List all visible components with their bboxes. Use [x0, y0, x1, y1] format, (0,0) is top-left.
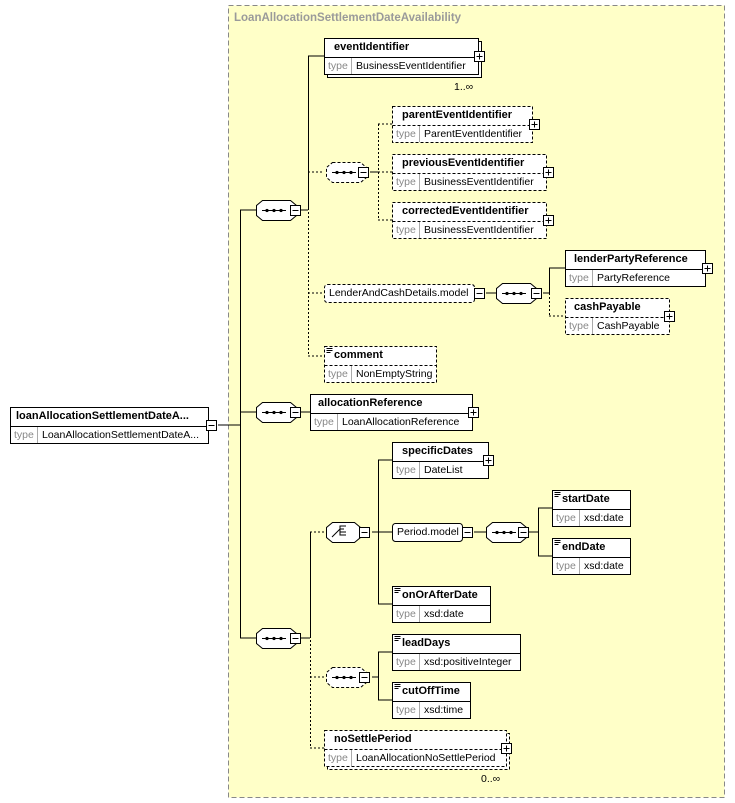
parentEventIdentifier-type-value: ParentEventIdentifier — [424, 128, 523, 140]
onOrAfterDate-name: onOrAfterDate — [402, 589, 478, 601]
root-element-box[interactable] — [10, 407, 209, 444]
sequence-compositor-mid[interactable] — [256, 402, 301, 423]
cutOffTime-type-key: type — [396, 704, 416, 716]
parentEventIdentifier-name: parentEventIdentifier — [402, 109, 513, 121]
endDate-box[interactable] — [552, 538, 631, 575]
onOrAfterDate-box[interactable] — [392, 586, 491, 623]
lenderPartyReference-box[interactable] — [565, 250, 713, 287]
startDate-name: startDate — [562, 493, 610, 505]
specificDates-type-value: DateList — [424, 464, 463, 476]
correctedEventIdentifier-type-value: BusinessEventIdentifier — [424, 224, 534, 236]
startDate-type-key: type — [556, 512, 576, 524]
comment-box[interactable] — [324, 346, 437, 383]
noSettlePeriod-name: noSettlePeriod — [334, 733, 412, 745]
onOrAfterDate-type-key: type — [396, 608, 416, 620]
allocationReference-box[interactable] — [310, 394, 479, 431]
leadDays-box[interactable] — [392, 634, 521, 671]
root-type-key: type — [14, 429, 34, 441]
allocationReference-type-key: type — [314, 416, 334, 428]
sequence-compositor-top[interactable] — [256, 200, 301, 221]
eventIdentifier-occurs: 1..∞ — [454, 81, 474, 93]
sequence-compositor-optional[interactable] — [326, 162, 369, 183]
specificDates-type-key: type — [396, 464, 416, 476]
cutOffTime-type-value: xsd:time — [424, 704, 464, 716]
eventIdentifier-type-key: type — [328, 60, 348, 72]
cashPayable-name: cashPayable — [574, 301, 641, 313]
period-group-label: Period.model — [397, 526, 459, 538]
endDate-name: endDate — [562, 541, 606, 553]
endDate-type-value: xsd:date — [584, 560, 624, 572]
diagram-title: LoanAllocationSettlementDateAvailability — [234, 12, 462, 24]
lender-cash-group-label: LenderAndCashDetails.model — [329, 287, 469, 299]
leadDays-name: leadDays — [402, 637, 451, 649]
sequence-compositor-lead[interactable] — [326, 667, 370, 688]
onOrAfterDate-type-value: xsd:date — [424, 608, 464, 620]
allocationReference-name: allocationReference — [318, 397, 423, 409]
sequence-compositor-bottom[interactable] — [256, 628, 301, 649]
comment-name: comment — [334, 349, 383, 361]
startDate-type-value: xsd:date — [584, 512, 624, 524]
cutOffTime-box[interactable] — [392, 682, 471, 719]
noSettlePeriod-type-value: LoanAllocationNoSettlePeriod — [356, 752, 496, 764]
correctedEventIdentifier-name: correctedEventIdentifier — [402, 205, 529, 217]
lenderPartyReference-name: lenderPartyReference — [574, 253, 688, 265]
cashPayable-type-key: type — [569, 320, 589, 332]
previousEventIdentifier-type-value: BusinessEventIdentifier — [424, 176, 534, 188]
cutOffTime-name: cutOffTime — [402, 685, 460, 697]
parentEventIdentifier-type-key: type — [396, 128, 416, 140]
endDate-type-key: type — [556, 560, 576, 572]
correctedEventIdentifier-box[interactable] — [392, 202, 554, 239]
specificDates-name: specificDates — [402, 445, 473, 457]
sequence-compositor-period[interactable] — [486, 522, 529, 543]
comment-type-key: type — [328, 368, 348, 380]
eventIdentifier-name: eventIdentifier — [334, 41, 410, 53]
cashPayable-box[interactable] — [565, 298, 675, 335]
noSettlePeriod-box[interactable] — [324, 730, 512, 770]
correctedEventIdentifier-type-key: type — [396, 224, 416, 236]
noSettlePeriod-type-key: type — [328, 752, 348, 764]
startDate-box[interactable] — [552, 490, 631, 527]
previousEventIdentifier-name: previousEventIdentifier — [402, 157, 525, 169]
root-collapse-button[interactable] — [206, 420, 217, 431]
comment-type-value: NonEmptyString — [356, 368, 433, 380]
leadDays-type-key: type — [396, 656, 416, 668]
lenderPartyReference-type-key: type — [569, 272, 589, 284]
cashPayable-type-value: CashPayable — [597, 320, 660, 332]
root-type-value: LoanAllocationSettlementDateA... — [42, 429, 200, 441]
lender-cash-group-box[interactable] — [324, 284, 485, 303]
sequence-compositor-lender[interactable] — [496, 283, 542, 304]
period-group-box[interactable] — [392, 523, 473, 542]
previousEventIdentifier-box[interactable] — [392, 154, 554, 191]
specificDates-box[interactable] — [392, 442, 494, 479]
eventIdentifier-box[interactable] — [324, 38, 485, 78]
eventIdentifier-type-value: BusinessEventIdentifier — [356, 60, 466, 72]
leadDays-type-value: xsd:positiveInteger — [424, 656, 512, 668]
root-element-name: loanAllocationSettlementDateA... — [16, 410, 189, 422]
noSettlePeriod-occurs: 0..∞ — [481, 773, 501, 785]
allocationReference-type-value: LoanAllocationReference — [342, 416, 460, 428]
parentEventIdentifier-box[interactable] — [392, 106, 540, 143]
lenderPartyReference-type-value: PartyReference — [597, 272, 670, 284]
previousEventIdentifier-type-key: type — [396, 176, 416, 188]
choice-compositor-dates[interactable] — [326, 522, 370, 543]
